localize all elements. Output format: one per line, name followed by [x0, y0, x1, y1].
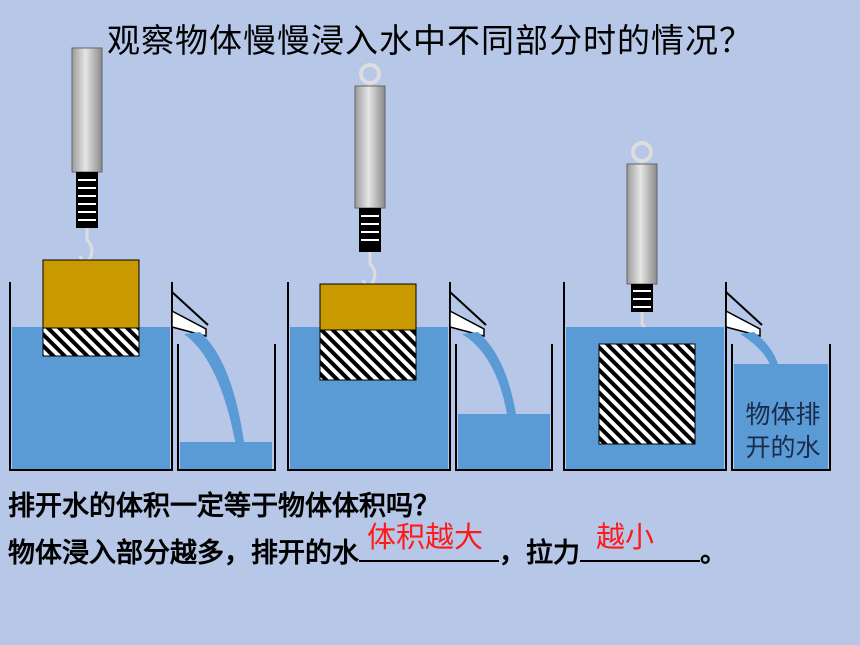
sentence-part1: 物体浸入部分越多，排开的水: [8, 538, 359, 569]
spring-scale-2: [354, 63, 386, 287]
object-block-2: [319, 283, 417, 381]
beaker-2: [455, 344, 553, 471]
overflow-can-1: [9, 282, 272, 471]
object-block-1: [42, 259, 140, 357]
page-title: 观察物体慢慢浸入水中不同部分时的情况？: [107, 21, 753, 60]
panel-2: [287, 63, 553, 471]
blank-2[interactable]: 越小: [580, 520, 700, 562]
answer-2: 越小: [596, 520, 655, 554]
spring-scale-3: [626, 141, 658, 347]
object-block-3: [598, 343, 696, 445]
overflow-water-label: 物体排 开的水: [737, 398, 829, 464]
overflow-label-line1: 物体排: [745, 400, 821, 429]
beaker-3: [731, 344, 831, 471]
blank-1[interactable]: 体积越大: [359, 520, 499, 562]
panel-3: [563, 141, 831, 471]
overflow-label-line2: 开的水: [745, 433, 821, 462]
sentence-end: 。: [700, 538, 727, 569]
panel-1: [9, 47, 276, 471]
spring-scale-1: [71, 47, 103, 263]
fill-in-sentence: 物体浸入部分越多，排开的水体积越大 ，拉力越小。: [8, 520, 727, 570]
sentence-part2: ，拉力: [499, 538, 580, 569]
answer-1: 体积越大: [367, 520, 484, 554]
question-text: 排开水的体积一定等于物体体积吗？: [8, 491, 440, 522]
beaker-1: [177, 344, 276, 471]
